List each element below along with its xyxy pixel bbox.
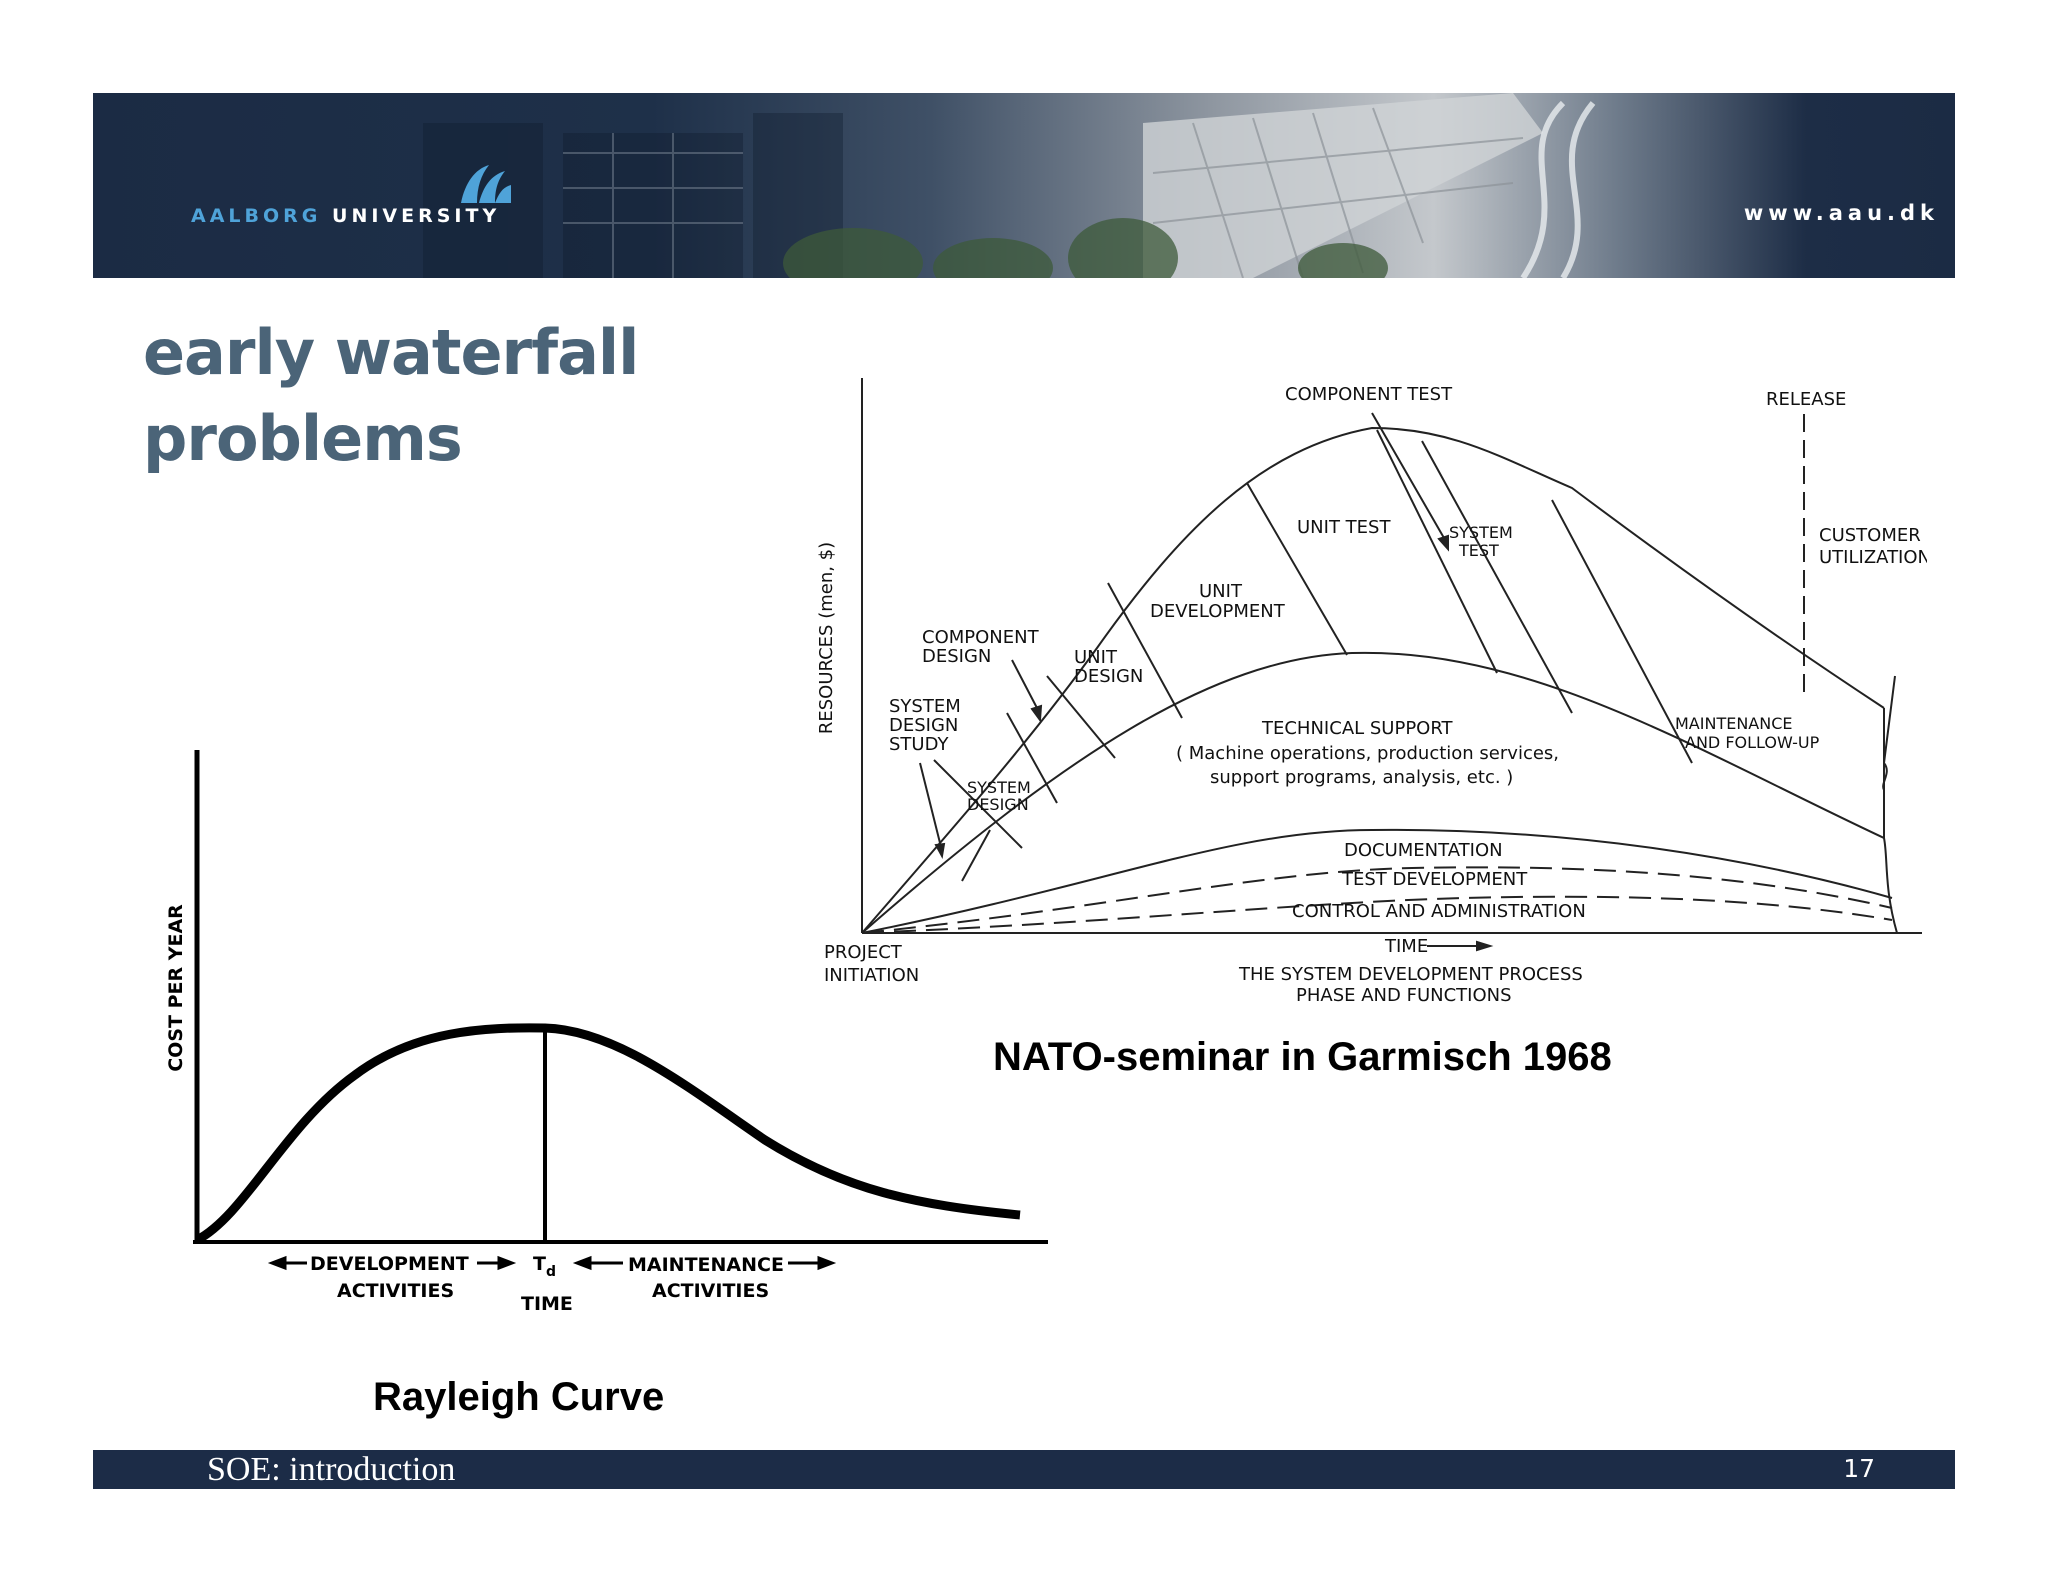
label-tech-note-1: ( Machine operations, production service… [1176, 743, 1559, 764]
header-banner: AALBORG UNIVERSITY www.aau.dk [93, 93, 1955, 278]
label-rayleigh-time: TIME [521, 1293, 573, 1315]
label-control-admin: CONTROL AND ADMINISTRATION [1292, 901, 1586, 922]
label-unit-dev-2: DEVELOPMENT [1150, 601, 1286, 622]
label-release: RELEASE [1766, 389, 1846, 410]
label-time: TIME [1384, 936, 1428, 957]
header-url[interactable]: www.aau.dk [1743, 201, 1939, 225]
label-unit-design-2: DESIGN [1074, 666, 1143, 687]
label-unit-dev-1: UNIT [1199, 581, 1243, 602]
label-maintenance-2: ACTIVITIES [652, 1280, 769, 1302]
campus-building-photo [423, 93, 1596, 278]
label-sds-3: STUDY [889, 734, 949, 755]
footer-course-label: SOE: introduction [207, 1451, 456, 1488]
label-comp-design-1: COMPONENT [922, 627, 1040, 648]
slide-title-line-1: early waterfall [143, 316, 639, 389]
nato-y-axis-label: RESOURCES (men, $) [816, 542, 837, 734]
label-process-1: THE SYSTEM DEVELOPMENT PROCESS [1238, 964, 1583, 985]
documentation-curve [861, 828, 1893, 934]
test-development-curve [861, 866, 1893, 934]
nato-resource-diagram: RESOURCES (men, $) COMPONENT TEST RELEAS… [816, 378, 1927, 1006]
label-sds-2: DESIGN [889, 715, 958, 736]
nato-caption: NATO-seminar in Garmisch 1968 [993, 1035, 1612, 1079]
label-sys-design-1: SYSTEM [967, 778, 1031, 797]
label-development-1: DEVELOPMENT [310, 1253, 469, 1275]
rayleigh-y-axis-label: COST PER YEAR [165, 904, 187, 1072]
label-sds-1: SYSTEM [889, 696, 961, 717]
label-technical-support: TECHNICAL SUPPORT [1261, 718, 1454, 739]
label-project-1: PROJECT [824, 942, 903, 963]
label-maintenance-1: MAINTENANCE [1675, 714, 1792, 733]
label-customer-2: UTILIZATION [1819, 547, 1927, 568]
logo-word-university: UNIVERSITY [332, 205, 501, 227]
label-test-development: TEST DEVELOPMENT [1341, 869, 1528, 890]
label-unit-design-1: UNIT [1074, 647, 1118, 668]
aau-logo-icon [461, 165, 511, 203]
slide-title-line-2: problems [143, 402, 463, 475]
technical-support-curve [861, 651, 1885, 934]
rayleigh-caption: Rayleigh Curve [373, 1375, 665, 1419]
label-tech-note-2: support programs, analysis, etc. ) [1210, 767, 1513, 788]
label-system-test-2: TEST [1458, 541, 1499, 560]
label-system-test-1: SYSTEM [1449, 523, 1513, 542]
label-unit-test: UNIT TEST [1297, 517, 1391, 538]
label-documentation: DOCUMENTATION [1344, 840, 1503, 861]
label-customer-1: CUSTOMER [1819, 525, 1921, 546]
label-sys-design-2: DESIGN [967, 795, 1029, 814]
rayleigh-curve-diagram: COST PER YEAR DEVELOPMENT ACTIVITIES Td … [165, 750, 1048, 1315]
rayleigh-curve [194, 1023, 1021, 1244]
footer-bar: SOE: introduction 17 [93, 1450, 1955, 1489]
label-td: Td [533, 1253, 556, 1280]
break-mark [1882, 675, 1898, 934]
control-curve [861, 895, 1893, 934]
label-maintenance-1: MAINTENANCE [628, 1254, 784, 1276]
label-component-test: COMPONENT TEST [1285, 384, 1453, 405]
logo-word-aalborg: AALBORG [191, 205, 322, 227]
slide-title: early waterfall problems [143, 310, 639, 482]
university-logo-text: AALBORG UNIVERSITY [191, 205, 500, 227]
label-development-2: ACTIVITIES [337, 1280, 454, 1302]
label-comp-design-2: DESIGN [922, 646, 991, 667]
label-process-2: PHASE AND FUNCTIONS [1296, 985, 1512, 1006]
page-number: 17 [1843, 1454, 1875, 1483]
label-project-2: INITIATION [824, 965, 919, 986]
label-maintenance-2: AND FOLLOW-UP [1685, 733, 1820, 752]
